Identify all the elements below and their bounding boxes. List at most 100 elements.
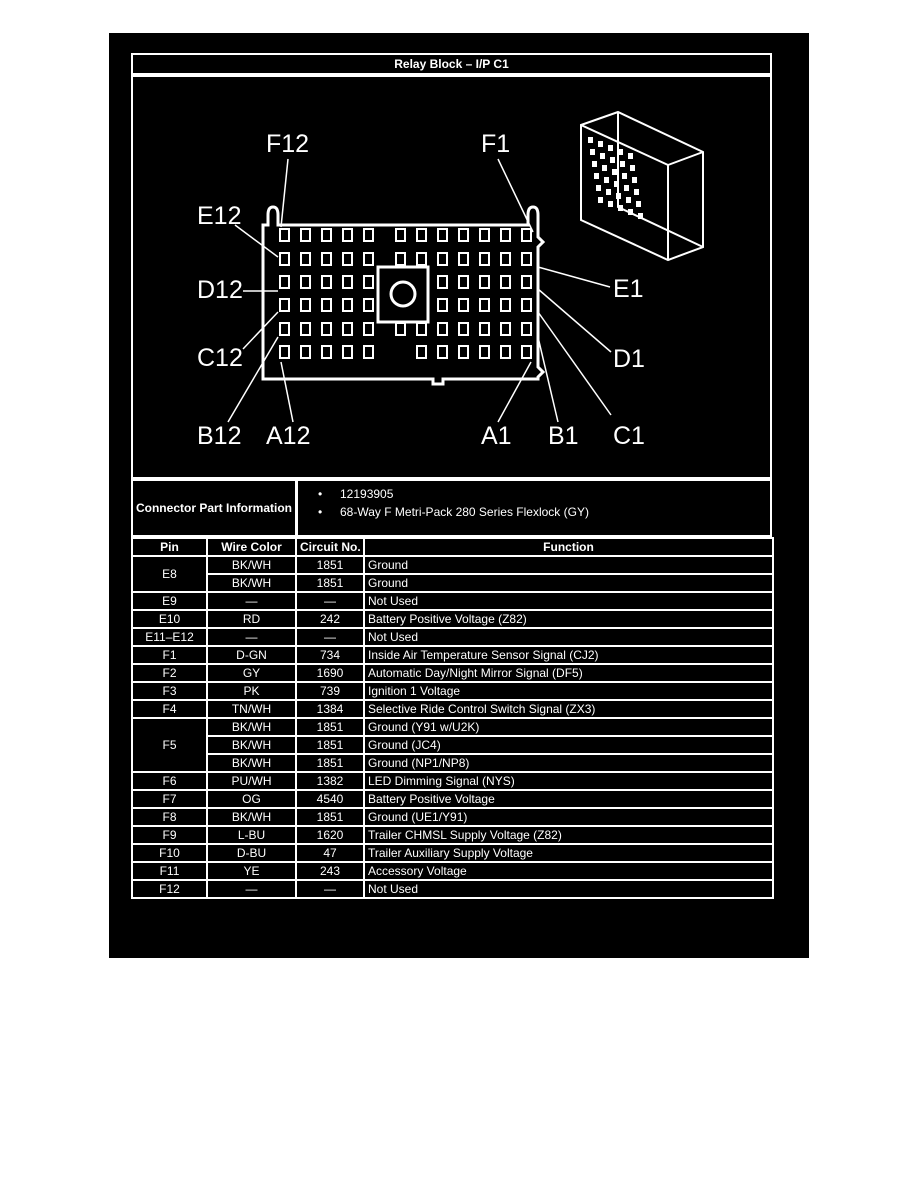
connector-face-diagram: [227, 110, 704, 423]
pin-cell: F2: [131, 663, 208, 683]
table-row: BK/WH 1851 Ground (JC4): [132, 735, 774, 755]
leader-lines: [227, 158, 612, 423]
function-cell: Ground: [363, 555, 774, 575]
table-row: F11 YE 243 Accessory Voltage: [131, 861, 774, 881]
pin-cavity: [300, 322, 311, 336]
pin-cell: F10: [131, 843, 208, 863]
pin-cavity: [479, 228, 490, 242]
iso-pin: [612, 169, 617, 175]
function-cell: Ignition 1 Voltage: [363, 681, 774, 701]
connector-info-label: Connector Part Information: [135, 501, 292, 515]
iso-pin: [624, 185, 629, 191]
header-wire-color: Wire Color: [206, 537, 297, 557]
pin-cavity: [479, 252, 490, 266]
circuit-cell: —: [295, 627, 365, 647]
table-row: F5 BK/WH 1851 Ground (Y91 w/U2K): [131, 717, 774, 773]
pin-cavity: [437, 275, 448, 289]
pin-cavity: [437, 228, 448, 242]
iso-pin: [596, 185, 601, 191]
label-e1: E1: [613, 275, 644, 303]
connector-info-label-cell: Connector Part Information: [131, 479, 297, 537]
pin-cavity: [363, 298, 374, 312]
pin-cell: F12: [131, 879, 208, 899]
pin-cavity: [363, 228, 374, 242]
circuit-cell: 1382: [295, 771, 365, 791]
pin-cell: F11: [131, 861, 208, 881]
title-cell: Relay Block – I/P C1: [131, 53, 772, 75]
wire-cell: —: [206, 627, 297, 647]
table-row: F3 PK 739 Ignition 1 Voltage: [131, 681, 774, 701]
table-row: E10 RD 242 Battery Positive Voltage (Z82…: [131, 609, 774, 629]
label-a1: A1: [481, 422, 512, 450]
wire-cell: GY: [206, 663, 297, 683]
pin-cell: F5: [131, 717, 208, 773]
iso-pin: [590, 149, 595, 155]
pin-cavity: [300, 228, 311, 242]
iso-pin: [634, 189, 639, 195]
pin-cavity: [437, 322, 448, 336]
pin-cavity: [437, 345, 448, 359]
pin-cell: E9: [131, 591, 208, 611]
pin-cavity: [279, 228, 290, 242]
pin-cavity: [342, 228, 353, 242]
pin-cavity: [300, 298, 311, 312]
table-row: F8 BK/WH 1851 Ground (UE1/Y91): [131, 807, 774, 827]
bullet-icon: •: [318, 487, 323, 501]
iso-pin: [598, 197, 603, 203]
pin-cavity: [458, 252, 469, 266]
function-cell: Ground: [363, 573, 774, 593]
iso-pin: [602, 165, 607, 171]
pin-cavity: [416, 322, 427, 336]
function-cell: Selective Ride Control Switch Signal (ZX…: [363, 699, 774, 719]
pin-cavity: [416, 252, 427, 266]
function-cell: Battery Positive Voltage: [363, 789, 774, 809]
pinout-table: Pin Wire Color Circuit No. Function E8 B…: [131, 537, 774, 899]
function-cell: Accessory Voltage: [363, 861, 774, 881]
function-cell: Automatic Day/Night Mirror Signal (DF5): [363, 663, 774, 683]
pin-cavity: [479, 345, 490, 359]
pin-cavity: [500, 322, 511, 336]
function-cell: Ground (UE1/Y91): [363, 807, 774, 827]
iso-pin: [622, 173, 627, 179]
connector-info-list-cell: •12193905 •68-Way F Metri-Pack 280 Serie…: [296, 479, 772, 537]
circuit-cell: 1851: [295, 555, 365, 575]
table-row: F9 L-BU 1620 Trailer CHMSL Supply Voltag…: [131, 825, 774, 845]
function-cell: Ground (JC4): [363, 735, 774, 755]
label-a12: A12: [266, 422, 311, 450]
iso-pin: [594, 173, 599, 179]
pin-cavity: [363, 345, 374, 359]
iso-pin: [618, 205, 623, 211]
iso-pin: [638, 213, 643, 219]
pin-cavity: [300, 345, 311, 359]
table-row: F6 PU/WH 1382 LED Dimming Signal (NYS): [131, 771, 774, 791]
pin-cavity: [363, 252, 374, 266]
pin-cavity: [416, 228, 427, 242]
wire-cell: BK/WH: [206, 735, 297, 755]
pin-cavity: [500, 298, 511, 312]
label-e12: E12: [197, 202, 242, 230]
wire-cell: TN/WH: [206, 699, 297, 719]
table-row: BK/WH 1851 Ground: [132, 573, 774, 593]
function-cell: Not Used: [363, 627, 774, 647]
function-cell: LED Dimming Signal (NYS): [363, 771, 774, 791]
page-title: Relay Block – I/P C1: [394, 57, 509, 71]
iso-pin: [604, 177, 609, 183]
pin-cavity: [521, 322, 532, 336]
connector-info-item: •68-Way F Metri-Pack 280 Series Flexlock…: [318, 505, 589, 519]
iso-pin: [600, 153, 605, 159]
pin-cavity: [300, 275, 311, 289]
iso-pin: [592, 161, 597, 167]
wire-cell: PU/WH: [206, 771, 297, 791]
table-row: F1 D-GN 734 Inside Air Temperature Senso…: [131, 645, 774, 665]
label-d12: D12: [197, 276, 243, 304]
connector-info-item: •12193905: [318, 487, 393, 501]
wire-cell: PK: [206, 681, 297, 701]
pin-cavity: [479, 275, 490, 289]
table-row: F4 TN/WH 1384 Selective Ride Control Swi…: [131, 699, 774, 719]
connector-diagram-cell: F12 F1 E12 E1 D12 D1 C12 C1 B12 A12 A1 B…: [131, 75, 772, 479]
circuit-cell: 1690: [295, 663, 365, 683]
iso-pin: [630, 165, 635, 171]
iso-pin: [628, 209, 633, 215]
pin-cavity: [521, 275, 532, 289]
pin-cavity: [500, 252, 511, 266]
